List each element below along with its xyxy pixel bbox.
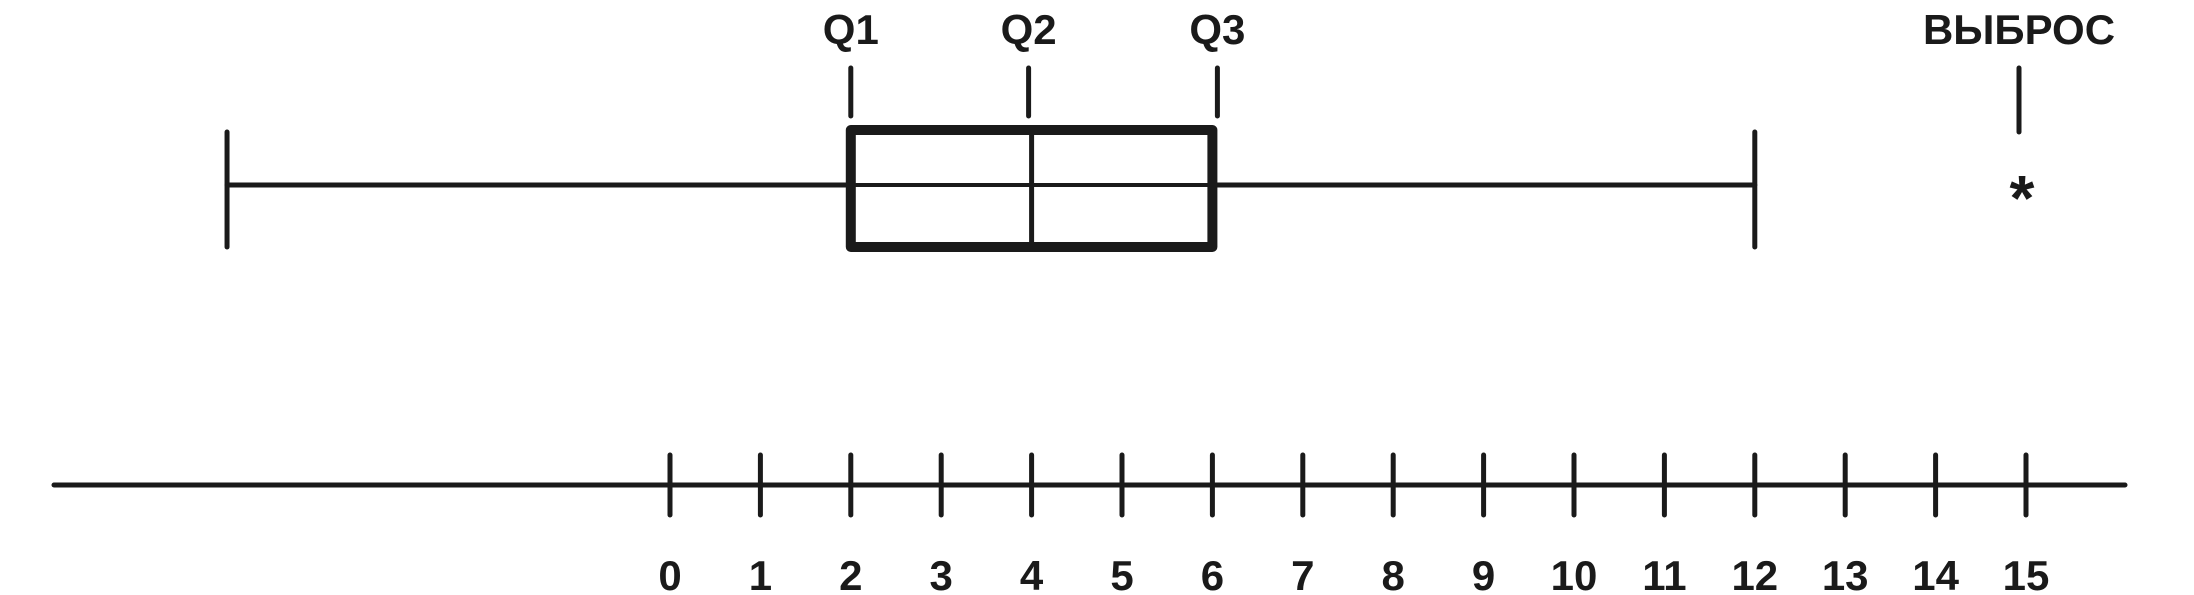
axis-tick-label: 7 [1291,552,1314,595]
axis-tick-label: 14 [1912,552,1959,595]
box-plot: * [224,125,2035,252]
axis-tick-label: 9 [1472,552,1495,595]
axis-tick-label: 6 [1201,552,1224,595]
annotations: Q1 Q2 Q3 ВЫБРОС [823,6,2115,135]
axis-tick-label: 15 [2003,552,2050,595]
axis-ticks [667,452,2029,518]
axis-tick-label: 4 [1020,552,1044,595]
axis-tick-label: 8 [1382,552,1405,595]
q1-label: Q1 [823,6,879,53]
outlier-marker: * [2010,162,2035,234]
axis-tick-label: 0 [658,552,681,595]
axis-tick-label: 3 [930,552,953,595]
q3-label: Q3 [1189,6,1245,53]
axis-tick-label: 2 [839,552,862,595]
axis-tick-label: 12 [1731,552,1778,595]
outlier-label: ВЫБРОС [1923,6,2115,53]
q2-label: Q2 [1001,6,1057,53]
axis-tick-label: 10 [1551,552,1598,595]
axis-tick-label: 5 [1110,552,1133,595]
axis-tick-label: 11 [1642,552,1686,595]
axis-tick-label: 13 [1822,552,1869,595]
axis-tick-label: 1 [749,552,772,595]
